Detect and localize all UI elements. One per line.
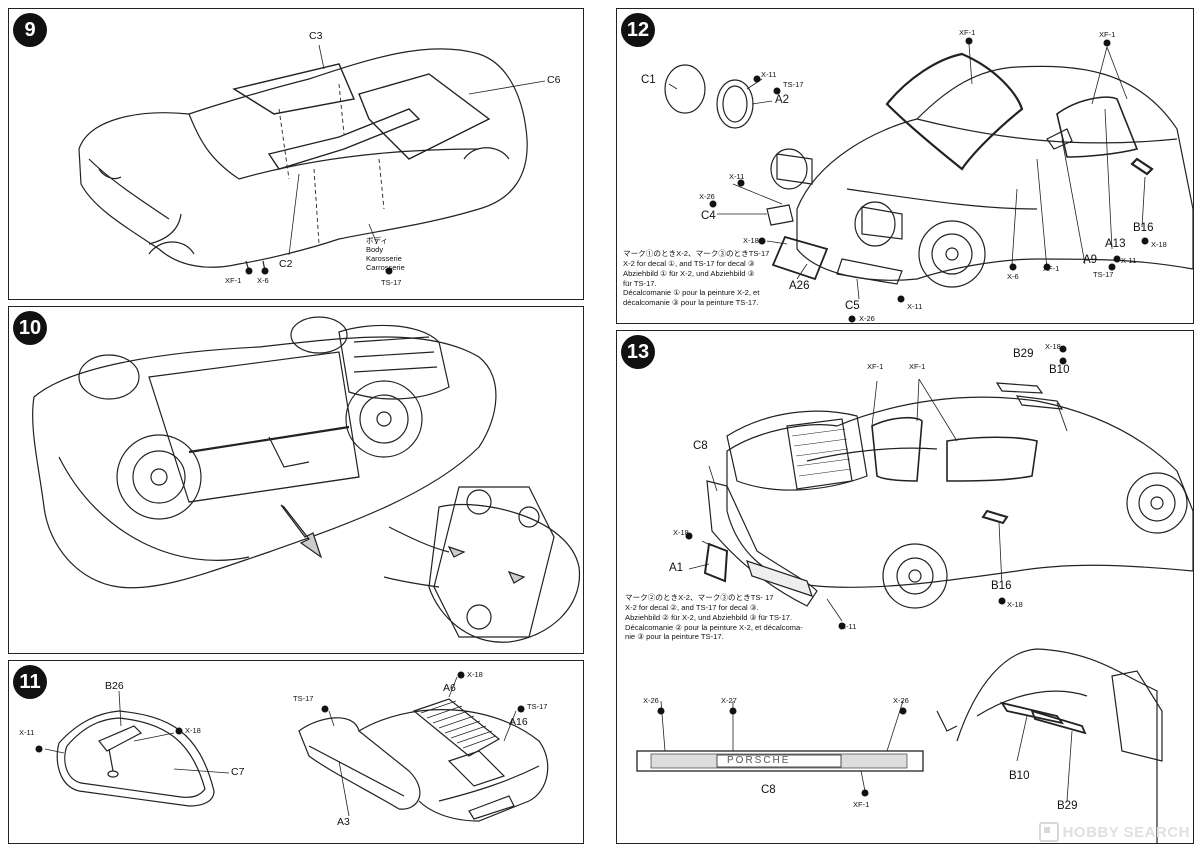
paint-xf1-b-label: XF-1 [909,362,926,371]
paint-x26-a-label: X-26 [699,192,715,201]
paint-ts17-b-label: TS-17 [1093,270,1114,279]
step-13-panel: 13 [616,330,1194,844]
paint-x11-c-label: X-11 [907,302,923,311]
paint-xf1-a-label: XF-1 [959,28,976,37]
part-b29-b-label: B29 [1057,800,1078,812]
part-c7-label: C7 [231,766,245,778]
watermark-text: HOBBY SEARCH [1062,823,1190,841]
step-12-drawing [664,37,1193,323]
part-a13-label: A13 [1105,238,1126,250]
part-a16-label: A16 [509,716,528,728]
paint-x11-a-label: X-11 [761,70,777,79]
part-c8-a-label: C8 [693,440,708,452]
paint-x18-c-label: X-18 [1007,600,1023,609]
part-c8-b-label: C8 [761,784,776,796]
part-a2-label: A2 [775,94,790,106]
part-a1-label: A1 [669,562,684,574]
part-c2-label: C2 [279,258,293,270]
part-c5-label: C5 [845,300,860,312]
step-13-drawing [636,345,1193,843]
part-c6-label: C6 [547,74,561,86]
paint-xf1-c-label: XF-1 [1043,264,1060,273]
paint-x18-a-label: X-18 [743,236,759,245]
watermark: HOBBY SEARCH [1038,822,1190,842]
part-a9-label: A9 [1083,254,1098,266]
part-b29-a-label: B29 [1013,348,1034,360]
part-a6-label: A6 [443,682,456,694]
paint-xf1-a-label: XF-1 [867,362,884,371]
step-9-panel: 9 [8,8,584,300]
paint-x11-label: X-11 [841,622,857,631]
hobby-search-logo-icon [1038,822,1059,842]
step-9-drawing [78,44,546,275]
step-11-drawing [35,671,549,822]
body-label-en: Body [366,245,384,254]
part-b16-label: B16 [1133,222,1154,234]
paint-x18-b-label: X-18 [673,528,689,537]
step-13-badge: 13 [621,335,655,369]
paint-x18-b-label: X-18 [1151,240,1167,249]
step-12-badge: 12 [621,13,655,47]
paint-x6-label: X-6 [257,276,269,285]
step-10-badge: 10 [13,311,47,345]
paint-x11-label: X-11 [19,728,35,737]
paint-xf1-label: XF-1 [225,276,242,285]
decal-porsche-text: PORSCHE [727,755,791,766]
part-c3-label: C3 [309,30,323,42]
paint-x11-d-label: X-11 [1121,256,1137,265]
paint-ts17-a-label: TS-17 [293,694,314,703]
paint-x18-a-label: X-18 [1045,342,1061,351]
paint-ts17-a-label: TS-17 [783,80,804,89]
decal-note-step12: マーク①のときX-2、マーク③のときTS-17 X-2 for decal ①,… [623,249,770,308]
paint-xf1-c-label: XF-1 [853,800,870,809]
step-10-drawing [32,316,581,643]
paint-x11-b-label: X-11 [729,172,745,181]
body-label-de: Karosserie [366,254,402,263]
part-c4-label: C4 [701,210,716,222]
part-a26-label: A26 [789,280,810,292]
paint-ts17-b-label: TS-17 [527,702,548,711]
decal-note-step13: マーク②のときX-2、マーク③のときTS- 17 X-2 for decal ②… [625,593,803,642]
paint-x18-a-label: X-18 [185,726,201,735]
part-a3-label: A3 [337,816,350,828]
part-b26-label: B26 [105,680,124,692]
step-11-panel: 11 [8,660,584,844]
step-11-badge: 11 [13,665,47,699]
paint-x26-b-label: X-26 [893,696,909,705]
paint-xf1-b-label: XF-1 [1099,30,1116,39]
paint-x6-label: X-6 [1007,272,1019,281]
part-b10-a-label: B10 [1049,364,1070,376]
part-c1-label: C1 [641,74,656,86]
paint-x26-a-label: X-26 [643,696,659,705]
paint-x26-b-label: X-26 [859,314,875,323]
step-12-panel: 12 [616,8,1194,324]
part-b10-b-label: B10 [1009,770,1030,782]
paint-x27-label: X-27 [721,696,737,705]
paint-x18-b-label: X-18 [467,670,483,679]
step-10-panel: 10 [8,306,584,654]
step-9-badge: 9 [13,13,47,47]
part-b16-label: B16 [991,580,1012,592]
body-label-jp: ボディ [366,236,388,245]
body-label-fr: Carrosserie [366,263,405,272]
paint-ts17-label: TS-17 [381,278,402,287]
